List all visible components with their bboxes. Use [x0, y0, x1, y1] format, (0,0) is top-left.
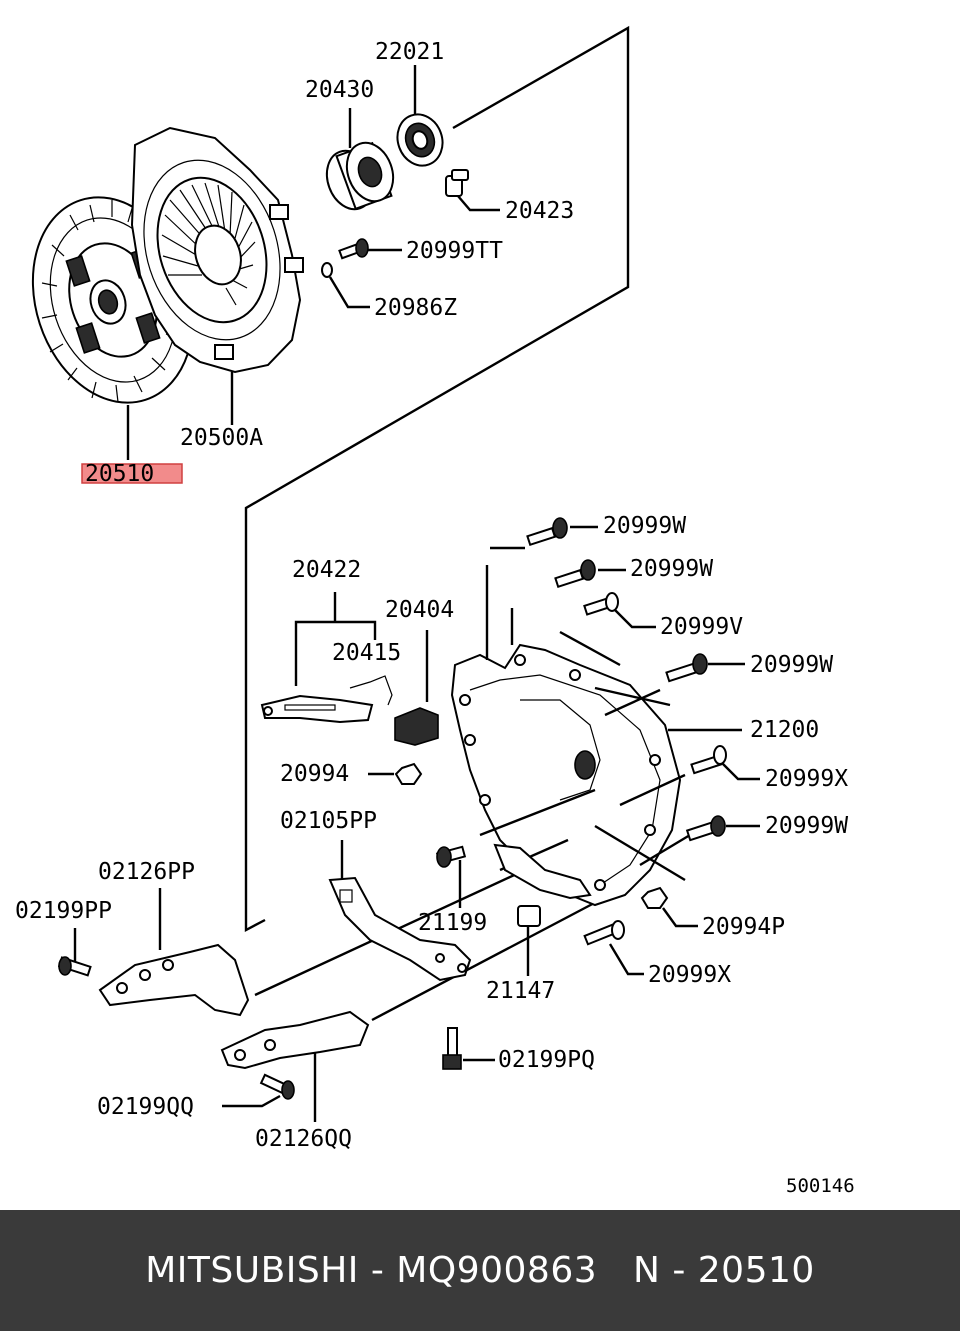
label-20999X-2: 20999X	[648, 962, 731, 988]
label-20510: 20510	[85, 461, 154, 487]
pin-20986Z	[321, 262, 370, 309]
bolt-02199QQ	[222, 1073, 295, 1108]
label-20999W-4: 20999W	[765, 813, 848, 839]
label-20994P: 20994P	[702, 914, 785, 940]
label-20430: 20430	[305, 77, 374, 103]
pivot-20404	[394, 630, 439, 746]
label-20404: 20404	[385, 597, 454, 623]
label-02126QQ: 02126QQ	[255, 1126, 352, 1152]
label-22021: 22021	[375, 39, 444, 65]
bolt-20999W-2	[554, 559, 626, 589]
bolt-20999TT	[338, 238, 402, 260]
bracket-02126PP	[98, 888, 250, 1017]
bolt-20999W-4	[685, 815, 760, 842]
label-20422: 20422	[292, 557, 361, 583]
part-number-footer: MITSUBISHI - MQ900863 N - 20510	[0, 1210, 960, 1331]
release-bearing-part	[325, 108, 395, 211]
label-20423: 20423	[505, 198, 574, 224]
release-fork-part	[260, 592, 393, 724]
bracket-plate-housing	[493, 843, 592, 900]
label-02199PQ: 02199PQ	[498, 1047, 595, 1073]
label-20986Z: 20986Z	[374, 295, 457, 321]
label-20994: 20994	[280, 761, 349, 787]
fitting-20423	[445, 169, 500, 212]
bolt-20999W-3	[665, 653, 745, 683]
label-21199: 21199	[418, 910, 487, 936]
label-02126PP: 02126PP	[98, 859, 195, 885]
label-20999TT: 20999TT	[406, 238, 503, 264]
label-20500A: 20500A	[180, 425, 263, 451]
footer-part-text: MITSUBISHI - MQ900863 N - 20510	[145, 1250, 815, 1291]
bolt-02199PP	[57, 928, 92, 977]
crossmember-part	[328, 840, 472, 982]
nut-20994	[368, 762, 423, 785]
label-02105PP: 02105PP	[280, 808, 377, 834]
exploded-parts-diagram: 22021 20430 20423 20999TT 20986Z 20500A …	[15, 25, 855, 1197]
bolt-20999W-1	[526, 517, 598, 547]
label-20999X-1: 20999X	[765, 766, 848, 792]
bolt-20999X-1	[690, 745, 760, 781]
label-21200: 21200	[750, 717, 819, 743]
bolt-02199PQ	[442, 1027, 495, 1070]
label-21147: 21147	[486, 978, 555, 1004]
label-02199PP: 02199PP	[15, 898, 112, 924]
clutch-housing-part	[450, 546, 742, 907]
diagram-number: 500146	[786, 1175, 855, 1197]
bolt-21199	[435, 845, 467, 908]
nut-20994P	[640, 886, 698, 928]
label-20999V: 20999V	[660, 614, 743, 640]
label-02199QQ: 02199QQ	[97, 1094, 194, 1120]
label-20999W-3: 20999W	[750, 652, 833, 678]
pilot-bearing-part	[396, 65, 444, 167]
bracket-02126QQ	[220, 1010, 370, 1122]
label-20999W-2: 20999W	[630, 556, 713, 582]
highlight-box	[81, 463, 183, 484]
bolt-20999X-2	[583, 920, 644, 976]
stopper-21147	[517, 905, 541, 976]
label-20999W-1: 20999W	[603, 513, 686, 539]
bolt-20999V	[583, 592, 656, 629]
clutch-cover-part	[130, 126, 304, 425]
label-20415: 20415	[332, 640, 401, 666]
